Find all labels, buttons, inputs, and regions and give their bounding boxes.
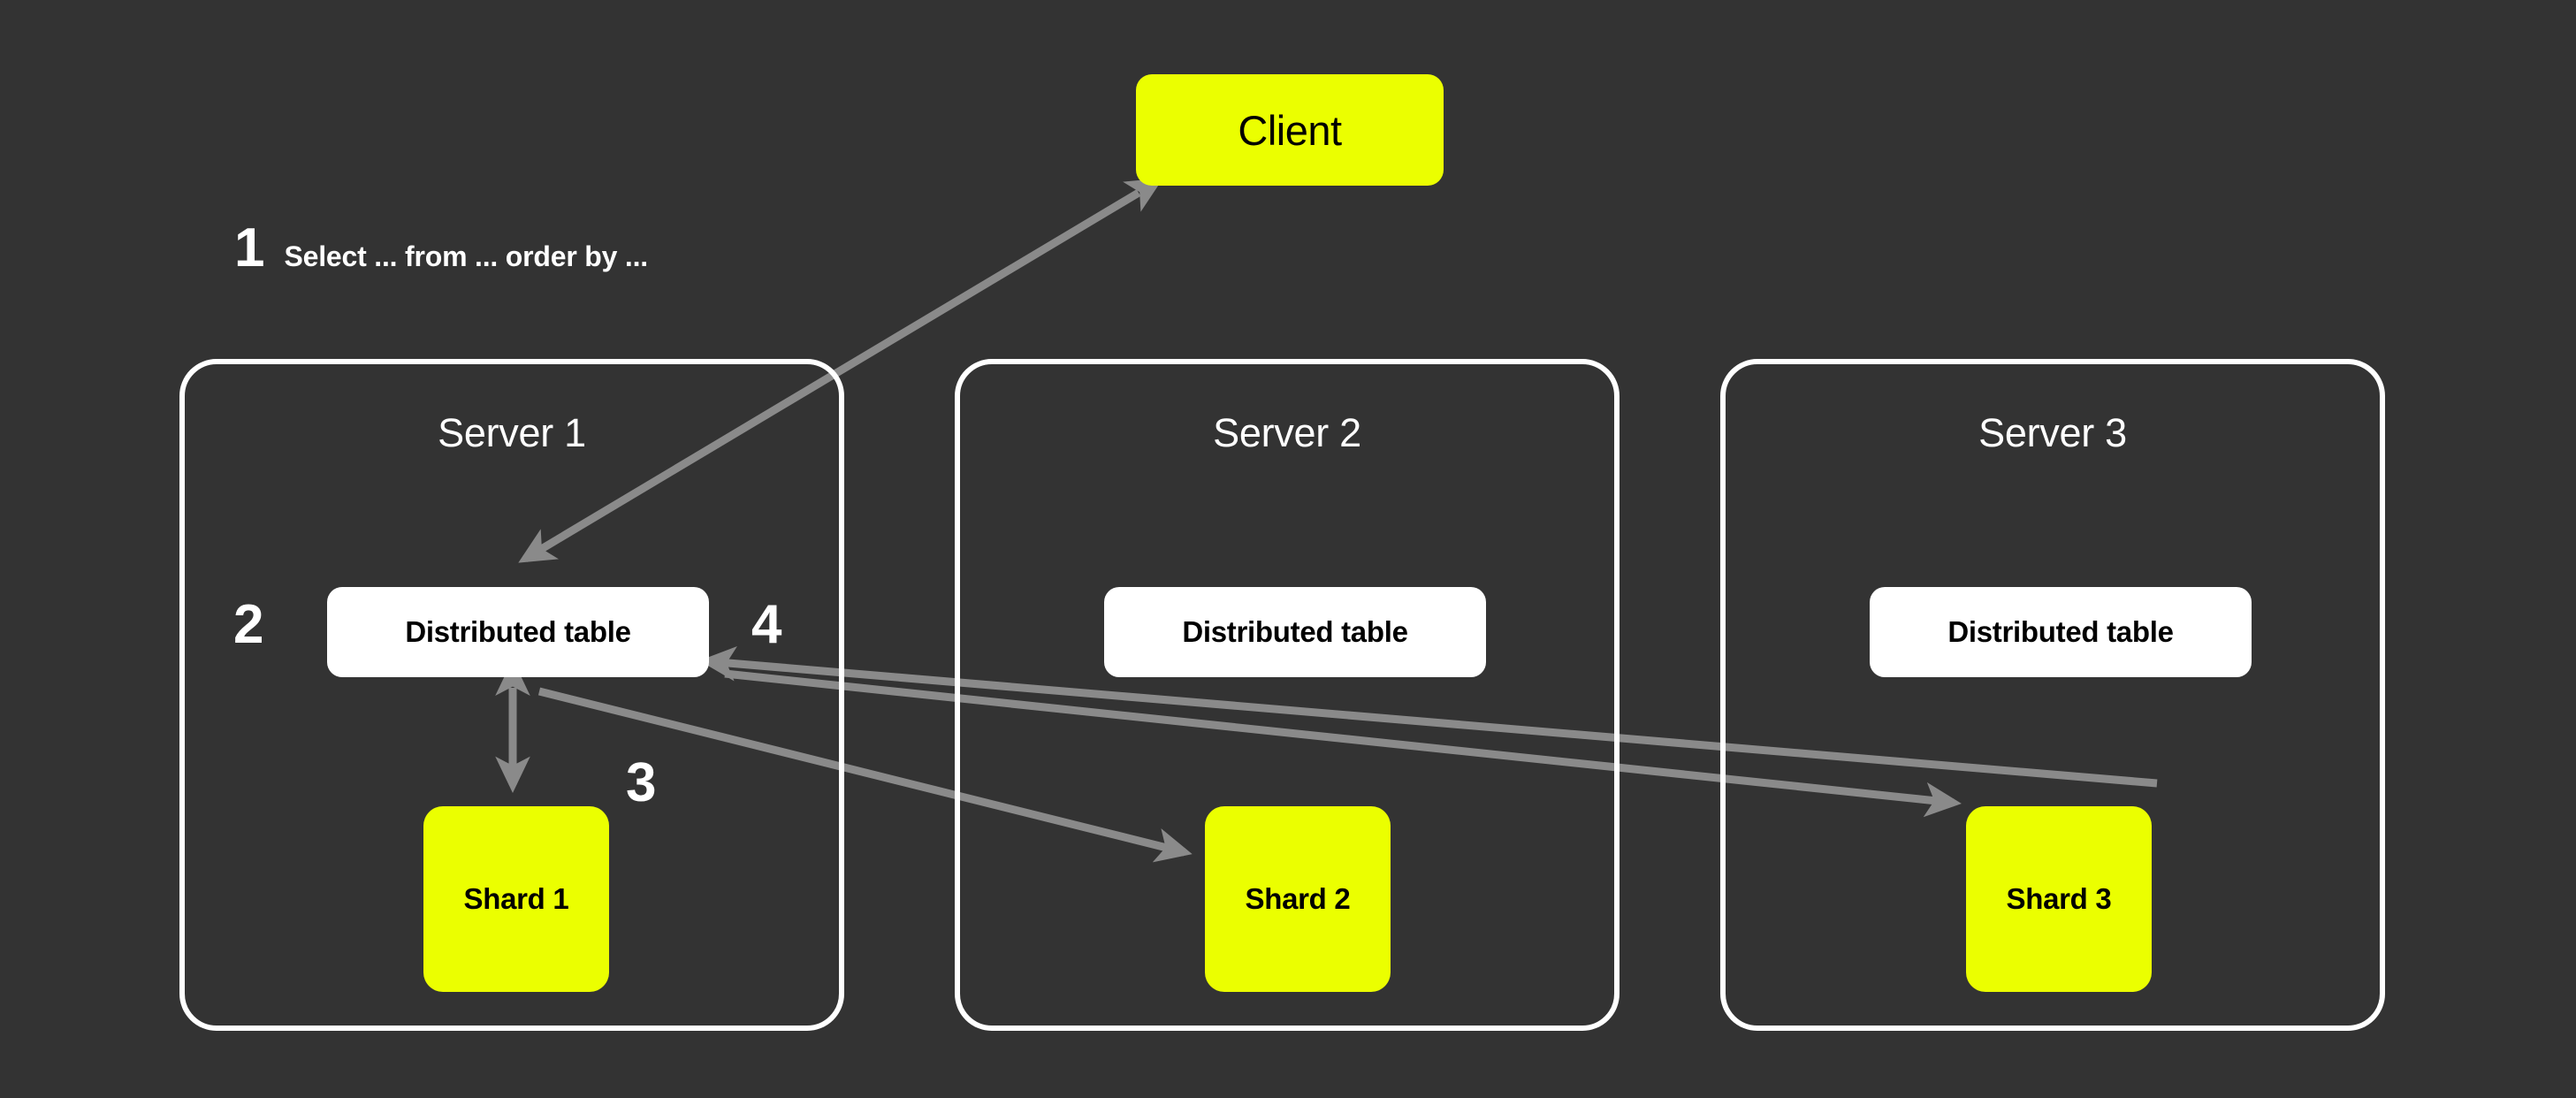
server-3-title: Server 3 [1978,410,2127,455]
server-1-distributed-table[interactable]: Distributed table [327,587,709,677]
server-2-distributed-table-label: Distributed table [1182,615,1408,648]
server-3-distributed-table[interactable]: Distributed table [1870,587,2252,677]
server-1-distributed-table-label: Distributed table [405,615,631,648]
server-1-container: Server 1 Distributed table Shard 1 [179,359,844,1031]
server-3-shard-label: Shard 3 [2006,882,2112,915]
server-1-shard[interactable]: Shard 1 [423,806,609,992]
server-2-distributed-table[interactable]: Distributed table [1104,587,1486,677]
server-1-shard-label: Shard 1 [463,882,569,915]
step-4-number: 4 [751,594,782,655]
server-3-distributed-table-label: Distributed table [1947,615,2174,648]
step-2-number: 2 [233,594,264,655]
server-2-shard[interactable]: Shard 2 [1205,806,1391,992]
client-node[interactable]: Client [1136,74,1444,186]
server-3-shard[interactable]: Shard 3 [1966,806,2152,992]
server-2-container: Server 2 Distributed table Shard 2 [955,359,1620,1031]
server-1-title: Server 1 [438,410,586,455]
server-3-container: Server 3 Distributed table Shard 3 [1720,359,2385,1031]
step-1-caption: 1 Select ... from ... order by ... [234,221,648,276]
step-1-number: 1 [234,217,265,278]
step-1-query-text: Select ... from ... order by ... [284,240,648,272]
step-3-number: 3 [626,752,657,813]
server-2-shard-label: Shard 2 [1245,882,1351,915]
server-2-title: Server 2 [1213,410,1361,455]
client-label: Client [1238,106,1342,154]
